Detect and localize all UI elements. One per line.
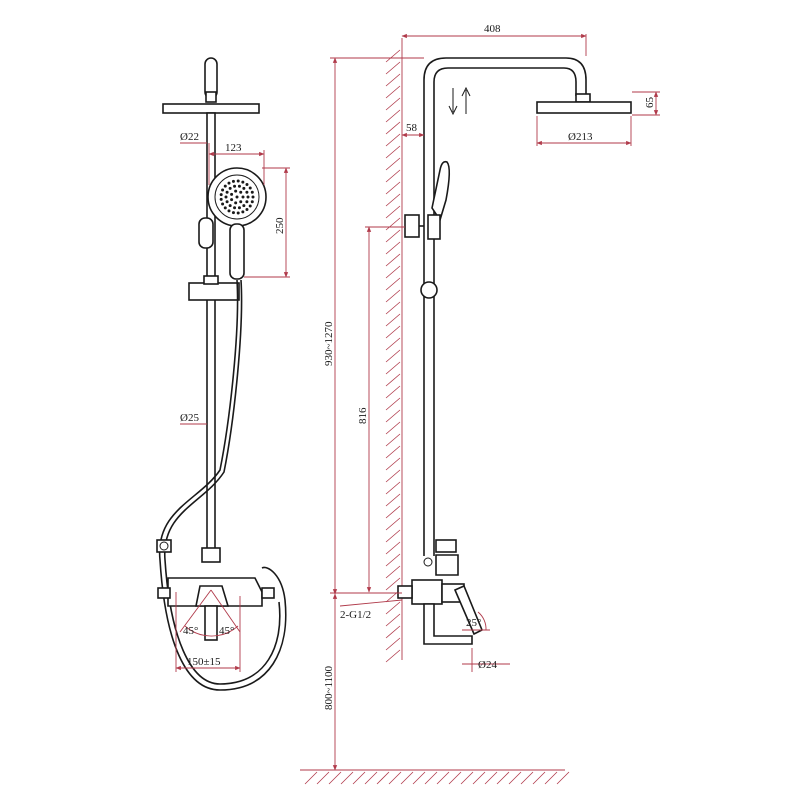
dim-angle-right: 45° [219, 625, 234, 637]
dim-riser-diameter: Ø25 [180, 412, 199, 424]
dim-handshower-width: 123 [225, 142, 242, 154]
front-holder-bracket [198, 217, 214, 249]
dim-inlet-thread: 2-G1/2 [340, 609, 371, 621]
dim-arm-offset: 58 [406, 122, 418, 134]
dim-mixer-height: 816 [357, 407, 369, 424]
front-view: Ø22 123 250 Ø25 150±15 45° 45° [156, 57, 290, 691]
side-shower-arm [423, 57, 587, 556]
dim-head-diameter: Ø213 [568, 131, 593, 143]
front-rain-head [162, 103, 260, 114]
dim-center-distance: 150±15 [187, 656, 221, 668]
side-view: 25° 408 65 Ø213 58 930~1270 816 2-G1/2 [300, 23, 660, 785]
dim-angle-left: 45° [183, 625, 198, 637]
side-slide-knob [420, 281, 438, 299]
handshower-nozzles [219, 179, 255, 215]
dim-head-height: 65 [644, 97, 656, 109]
floor-hatching [304, 771, 570, 785]
dim-floor-height: 800~1100 [323, 665, 335, 710]
front-slide-clamp [188, 282, 240, 301]
side-handshower [431, 160, 451, 222]
side-rain-head [536, 101, 632, 114]
dim-handle-angle: 25° [466, 617, 481, 629]
dim-spout-diameter: Ø24 [478, 659, 497, 671]
side-spout [423, 603, 473, 645]
front-hose [158, 279, 287, 691]
dim-total-height: 930~1270 [323, 321, 335, 366]
dim-pipe-diameter-top: Ø22 [180, 131, 199, 143]
front-spout [204, 605, 218, 641]
dim-handshower-height: 250 [274, 217, 286, 234]
wall-hatching [385, 49, 401, 663]
front-handshower-handle [229, 223, 245, 280]
side-mixer-body [411, 579, 443, 605]
dim-width-top: 408 [484, 23, 501, 35]
front-mixer-connector [201, 547, 221, 563]
